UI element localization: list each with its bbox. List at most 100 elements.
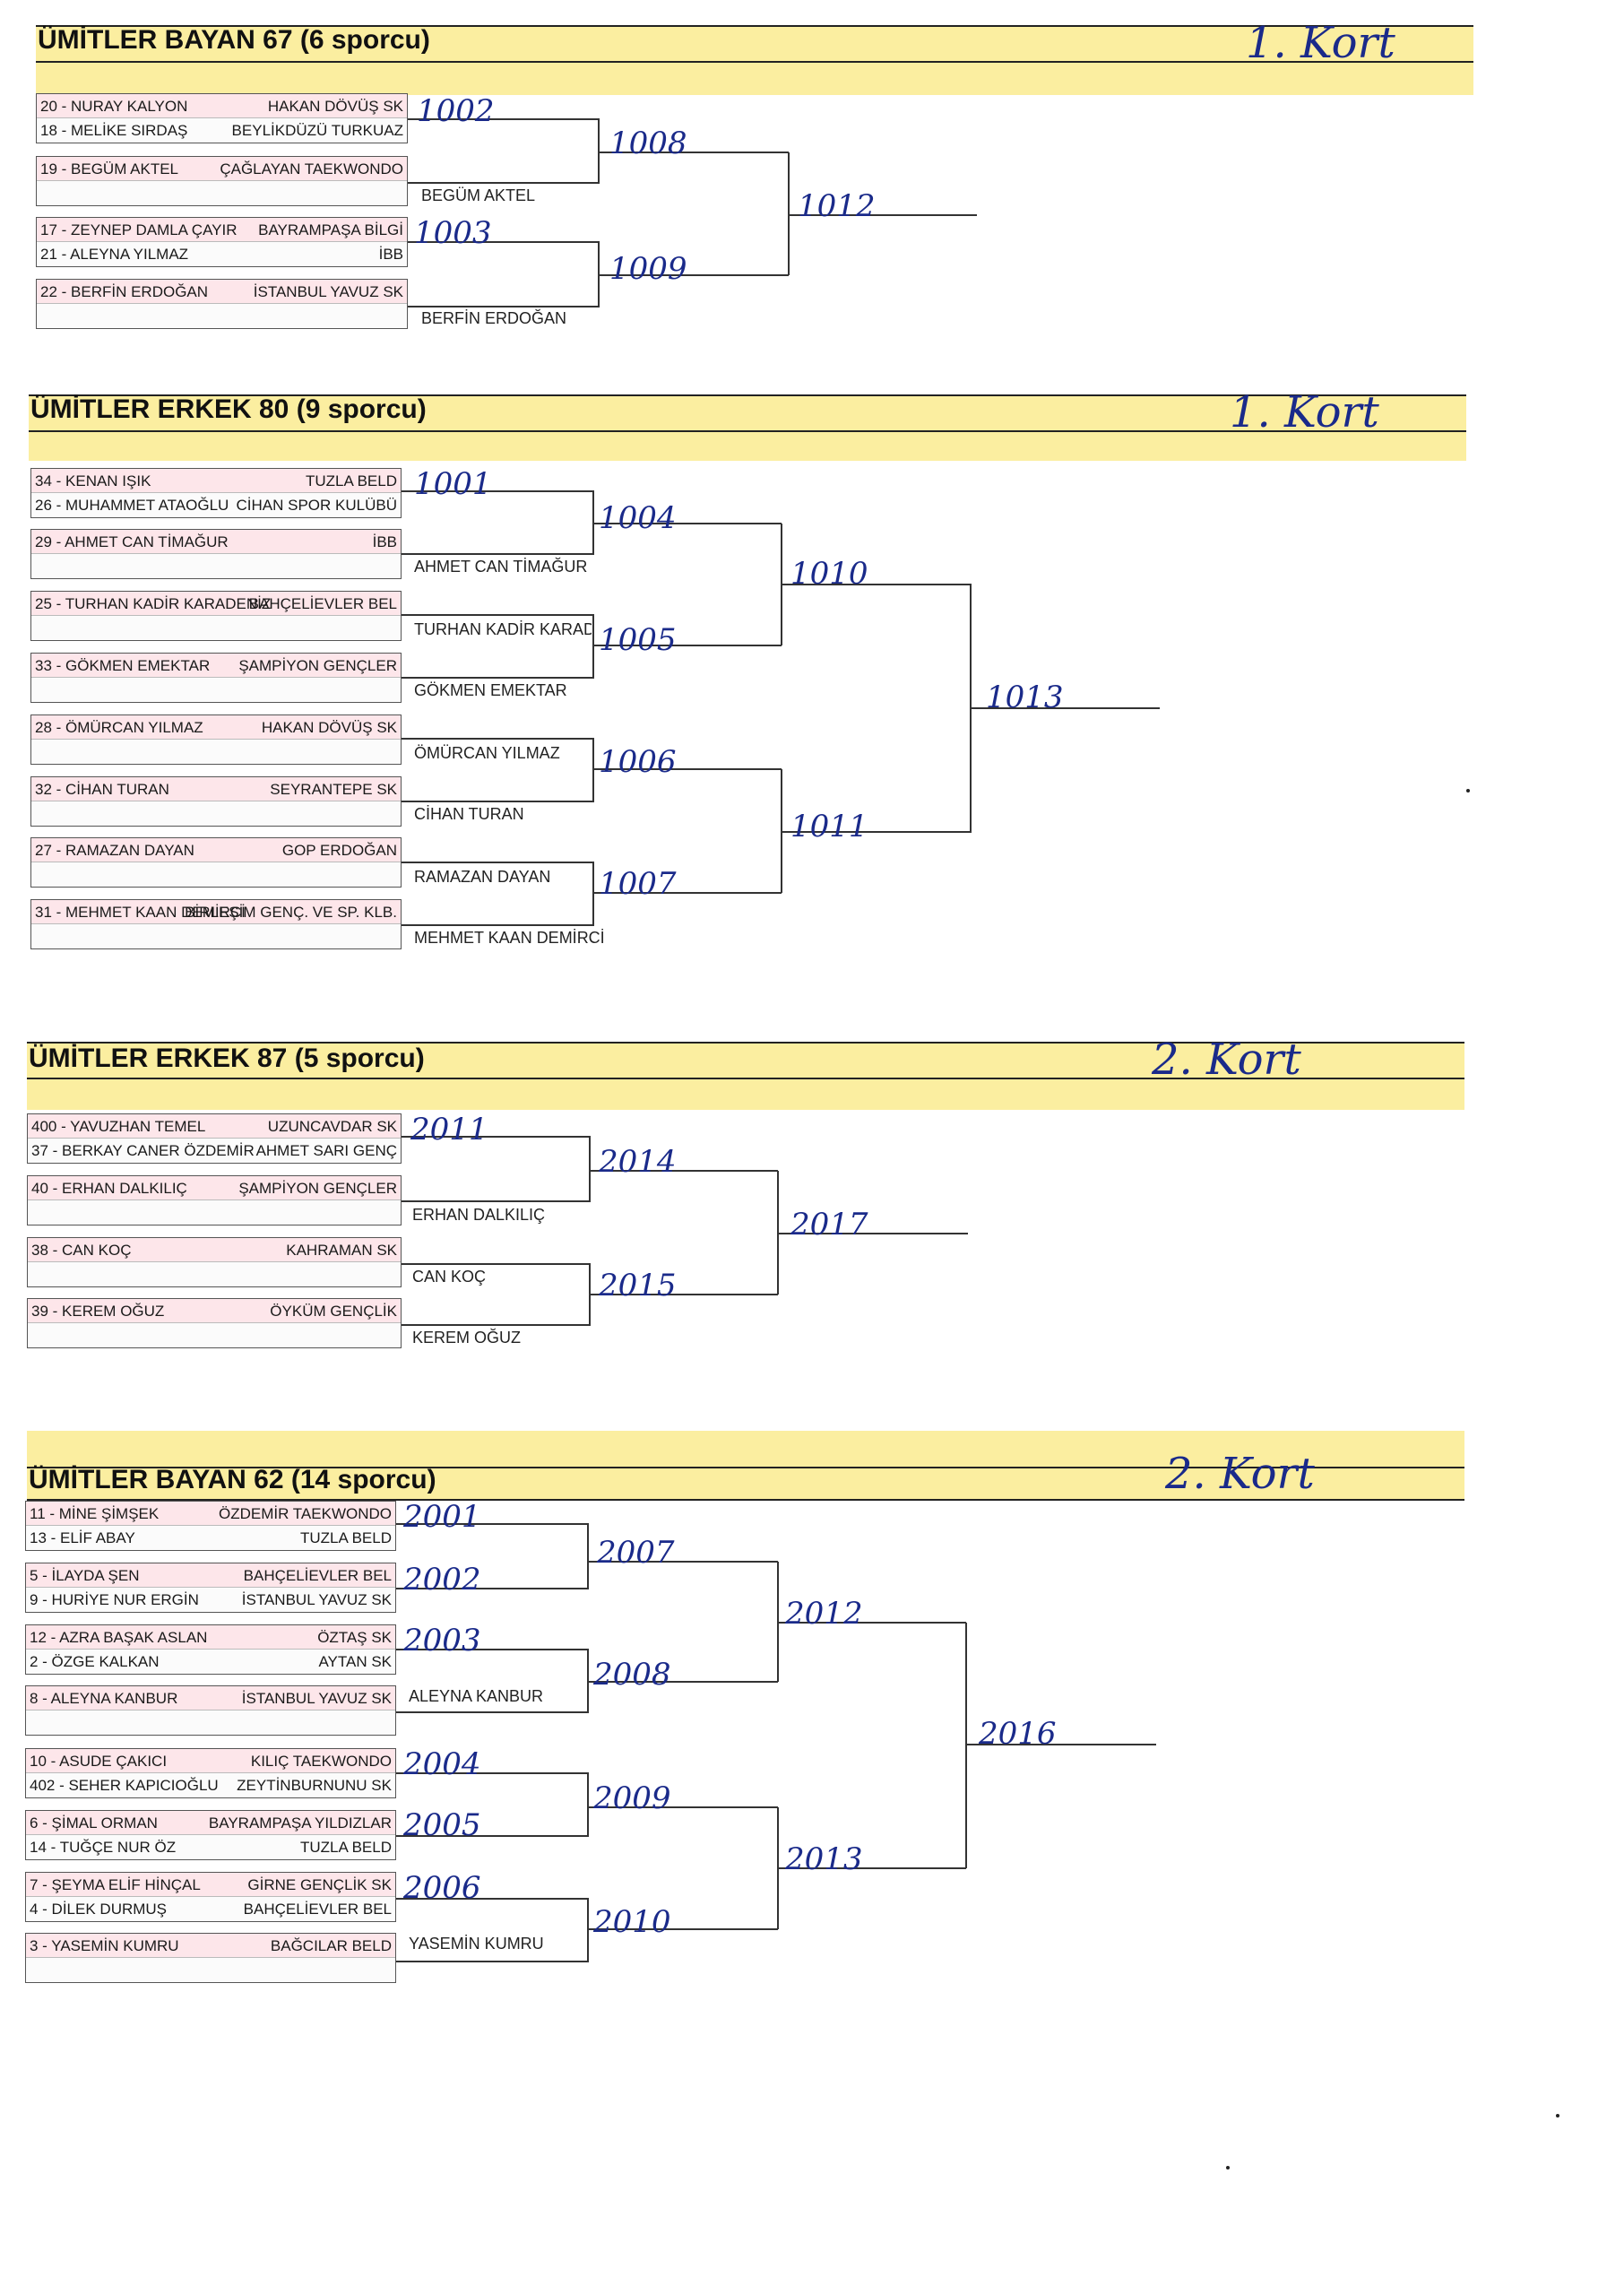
club-name: AYTAN SK xyxy=(318,1653,392,1670)
player-name: 26 - MUHAMMET ATAOĞLU xyxy=(35,497,229,514)
advancing-player: GÖKMEN EMEKTAR xyxy=(414,681,567,699)
player-name: 6 - ŞİMAL ORMAN xyxy=(30,1814,158,1832)
player-name: 29 - AHMET CAN TİMAĞUR xyxy=(35,533,229,550)
club-name: BİRLEŞİM GENÇ. VE SP. KLB. xyxy=(185,904,397,921)
match-number: 1008 xyxy=(609,126,687,161)
match-number: 1003 xyxy=(414,215,492,251)
scan-speck xyxy=(1466,789,1470,792)
player-name: 21 - ALEYNA YILMAZ xyxy=(40,246,189,263)
club-name: TUZLA BELD xyxy=(299,1839,392,1856)
match-number: 2006 xyxy=(403,1870,481,1906)
player-name: 27 - RAMAZAN DAYAN xyxy=(35,842,194,859)
player-name: 38 - CAN KOÇ xyxy=(31,1242,132,1259)
entry-box: 27 - RAMAZAN DAYAN GOP ERDOĞAN xyxy=(30,837,402,888)
player-name: 9 - HURİYE NUR ERGİN xyxy=(30,1591,199,1608)
player-name: 8 - ALEYNA KANBUR xyxy=(30,1690,178,1707)
match-number: 2009 xyxy=(593,1780,671,1816)
match-number: 2004 xyxy=(403,1746,481,1782)
club-name: GİRNE GENÇLİK SK xyxy=(247,1876,392,1893)
match-number: 2014 xyxy=(599,1144,677,1180)
club-name: TUZLA BELD xyxy=(305,472,397,489)
match-number: 2001 xyxy=(403,1499,481,1535)
match-number: 2007 xyxy=(597,1535,675,1571)
player-name: 400 - YAVUZHAN TEMEL xyxy=(31,1118,206,1135)
section-title: ÜMİTLER BAYAN 62 (14 sporcu) xyxy=(29,1465,436,1494)
player-name: 13 - ELİF ABAY xyxy=(30,1529,135,1546)
match-number: 1007 xyxy=(599,866,677,902)
entry-box: 40 - ERHAN DALKILIÇ ŞAMPİYON GENÇLER xyxy=(27,1175,402,1225)
club-name: ÇAĞLAYAN TAEKWONDO xyxy=(220,160,403,178)
player-name: 37 - BERKAY CANER ÖZDEMİR xyxy=(31,1142,255,1159)
match-number: 1010 xyxy=(790,556,868,592)
section-title: ÜMİTLER ERKEK 80 (9 sporcu) xyxy=(30,394,427,424)
player-name: 7 - ŞEYMA ELİF HİNÇAL xyxy=(30,1876,201,1893)
advancing-player: BERFİN ERDOĞAN xyxy=(421,309,567,327)
player-name: 34 - KENAN IŞIK xyxy=(35,472,151,489)
match-number: 2013 xyxy=(785,1841,863,1877)
match-number: 2012 xyxy=(785,1596,863,1632)
advancing-player: ÖMÜRCAN YILMAZ xyxy=(414,744,560,762)
advancing-player: BEGÜM AKTEL xyxy=(421,186,536,204)
match-number: 2016 xyxy=(979,1716,1057,1752)
club-name: ŞAMPİYON GENÇLER xyxy=(238,1180,397,1197)
advancing-player: TURHAN KADİR KARADE xyxy=(414,620,592,638)
club-name: İBB xyxy=(378,246,403,263)
club-name: AHMET SARI GENÇ xyxy=(255,1142,397,1159)
court-label: 2. Kort xyxy=(1165,1449,1315,1499)
player-name: 40 - ERHAN DALKILIÇ xyxy=(31,1180,187,1197)
match-number: 2005 xyxy=(403,1807,481,1843)
club-name: GOP ERDOĞAN xyxy=(281,842,397,859)
club-name: KILIÇ TAEKWONDO xyxy=(250,1753,392,1770)
match-number: 2011 xyxy=(410,1112,488,1148)
advancing-player: MEHMET KAAN DEMİRCİ xyxy=(414,929,605,947)
player-name: 20 - NURAY KALYON xyxy=(40,98,188,115)
player-name: 32 - CİHAN TURAN xyxy=(35,781,169,798)
advancing-player: KEREM OĞUZ xyxy=(412,1329,522,1347)
club-name: BAĞCILAR BELD xyxy=(270,1937,392,1954)
match-number: 1002 xyxy=(417,93,495,129)
club-name: ÖYKÜM GENÇLİK xyxy=(270,1303,397,1320)
match-number: 2002 xyxy=(403,1562,481,1598)
club-name: BAHÇELİEVLER BEL xyxy=(243,1901,392,1918)
entry-box: 38 - CAN KOÇ KAHRAMAN SK xyxy=(27,1237,402,1287)
club-name: KAHRAMAN SK xyxy=(286,1242,397,1259)
section-title: ÜMİTLER BAYAN 67 (6 sporcu) xyxy=(38,25,430,55)
player-name: 12 - AZRA BAŞAK ASLAN xyxy=(30,1629,208,1646)
player-name: 3 - YASEMİN KUMRU xyxy=(30,1937,179,1954)
match-number: 1012 xyxy=(798,188,876,224)
advancing-player: AHMET CAN TİMAĞUR xyxy=(414,558,588,576)
player-name: 18 - MELİKE SIRDAŞ xyxy=(40,122,188,139)
scan-speck xyxy=(1226,2166,1230,2169)
match-number: 1009 xyxy=(609,251,687,287)
club-name: İSTANBUL YAVUZ SK xyxy=(241,1690,392,1707)
match-number: 2017 xyxy=(790,1207,868,1243)
match-number: 1011 xyxy=(790,809,868,844)
advancing-player: YASEMİN KUMRU xyxy=(409,1935,544,1953)
club-name: ZEYTİNBURNUNU SK xyxy=(237,1777,392,1794)
match-number: 1001 xyxy=(414,466,492,502)
section-header: ÜMİTLER BAYAN 62 (14 sporcu) 2. Kort xyxy=(27,1431,1464,1501)
club-name: TUZLA BELD xyxy=(299,1529,392,1546)
club-name: BAYRAMPAŞA YILDIZLAR xyxy=(208,1814,392,1832)
player-name: 11 - MİNE ŞİMŞEK xyxy=(30,1505,160,1522)
scan-speck xyxy=(1556,2114,1559,2117)
advancing-player: CİHAN TURAN xyxy=(414,805,524,823)
advancing-player: ALEYNA KANBUR xyxy=(409,1687,544,1705)
match-number: 2003 xyxy=(403,1623,481,1658)
entry-box: 34 - KENAN IŞIK TUZLA BELD 26 - MUHAMMET … xyxy=(30,468,402,518)
club-name: HAKAN DÖVÜŞ SK xyxy=(267,98,403,115)
player-name: 14 - TUĞÇE NUR ÖZ xyxy=(30,1839,177,1856)
club-name: BEYLİKDÜZÜ TURKUAZ xyxy=(231,122,403,139)
court-label: 1. Kort xyxy=(1230,387,1379,437)
match-number: 1005 xyxy=(599,622,677,658)
advancing-player: CAN KOÇ xyxy=(412,1268,487,1286)
